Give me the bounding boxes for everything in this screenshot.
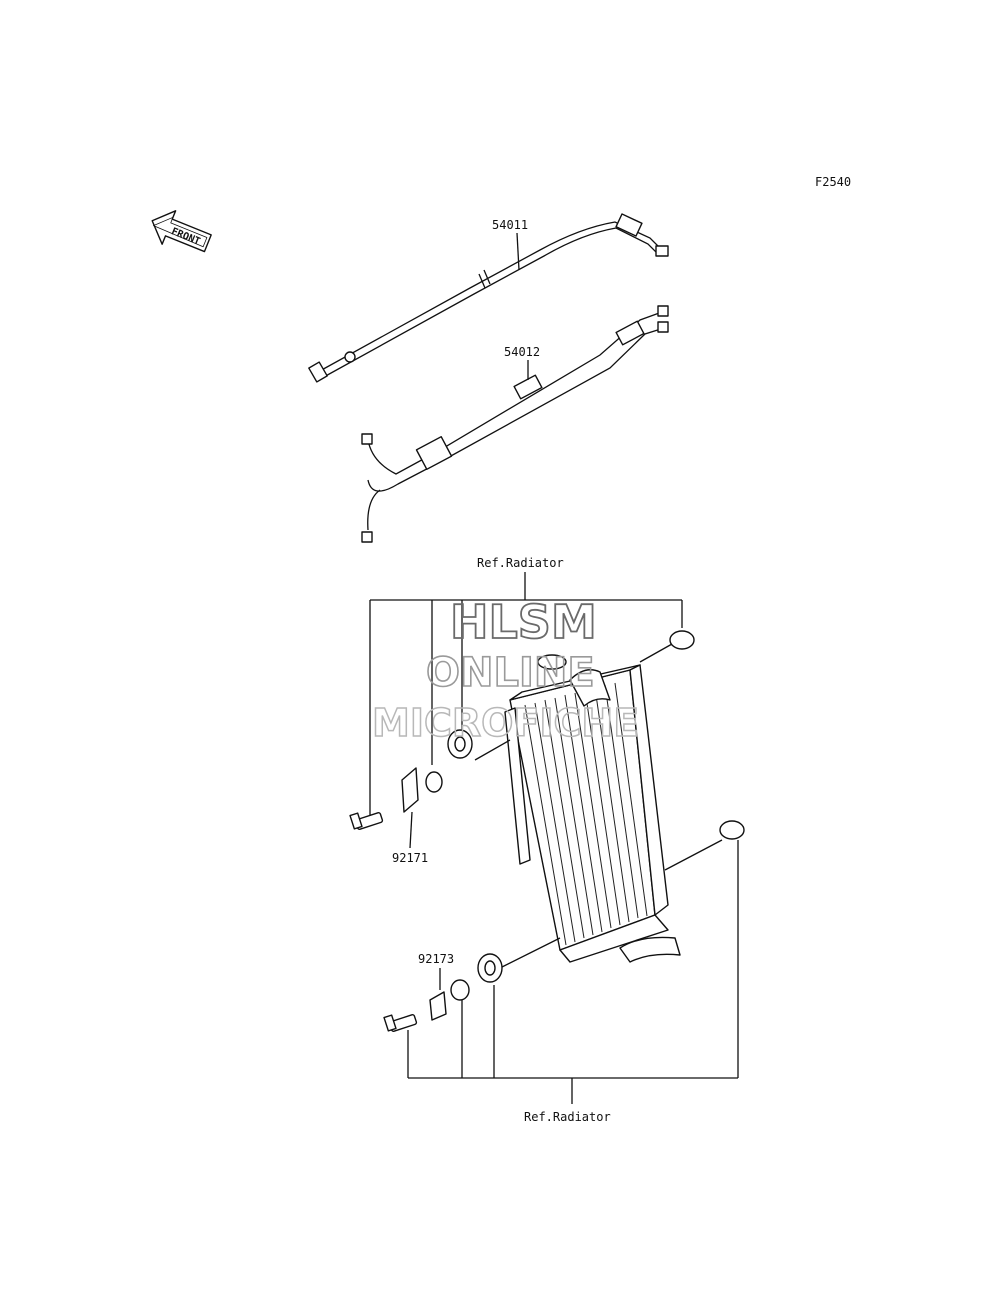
double-cable-54012 — [361, 305, 669, 543]
ref-bracket-top — [369, 572, 683, 820]
part-number-92171: 92171 — [392, 851, 428, 865]
ref-radiator-bottom: Ref.Radiator — [524, 1110, 611, 1124]
ref-bracket-bottom — [407, 840, 739, 1104]
ref-radiator-top: Ref.Radiator — [477, 556, 564, 570]
throttle-cable-54011 — [308, 213, 669, 383]
part-number-54011: 54011 — [492, 218, 528, 232]
radiator — [504, 654, 681, 963]
front-arrow-icon: FRONT — [151, 210, 212, 253]
top-mount-hardware — [349, 630, 695, 830]
watermark-line3: MICROFICHE — [372, 701, 639, 745]
watermark-line2: ONLINE — [426, 650, 595, 696]
bottom-mount-hardware — [383, 820, 745, 1032]
part-number-92173: 92173 — [418, 952, 454, 966]
radiator-fins — [524, 682, 648, 946]
part-number-54012: 54012 — [504, 345, 540, 359]
watermark: HLSM ONLINE MICROFICHE — [371, 594, 640, 746]
figure-code: F2540 — [815, 175, 851, 189]
watermark-line1: HLSM — [450, 595, 597, 649]
